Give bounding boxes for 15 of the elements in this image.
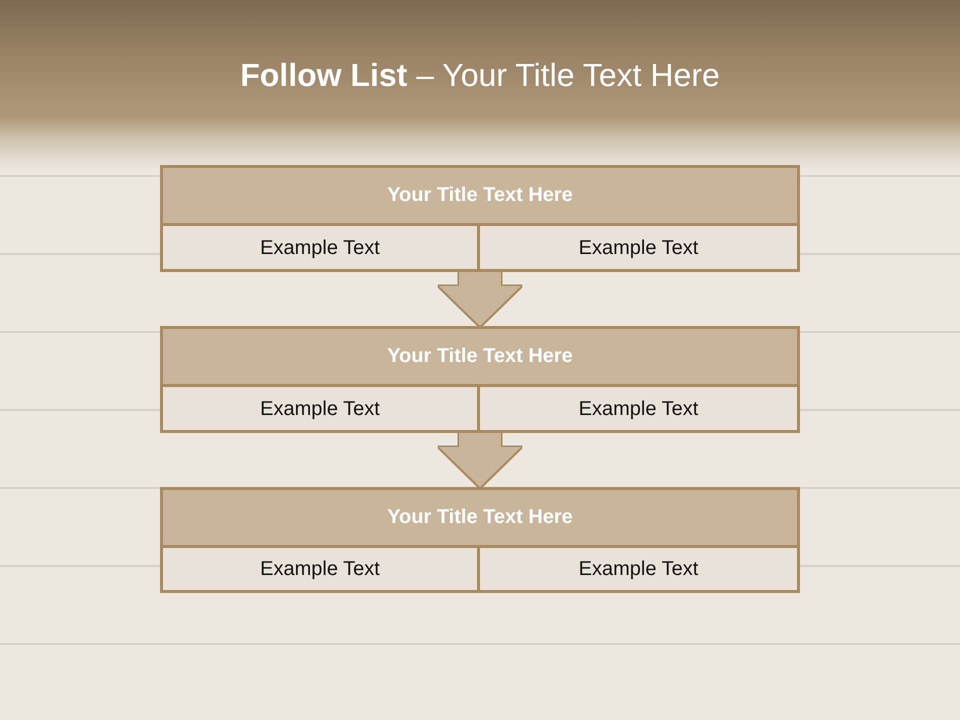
list-item: Example Text [480, 545, 797, 590]
list-item: Example Text [163, 384, 480, 430]
list-item: Example Text [480, 384, 797, 430]
list-item: Example Text [480, 223, 797, 269]
list-item: Example Text [163, 545, 480, 590]
list-item: Example Text [163, 223, 480, 269]
block-title: Your Title Text Here [387, 344, 573, 368]
list-block [160, 326, 800, 433]
block-title: Your Title Text Here [387, 183, 573, 207]
slide-title: Follow List – Your Title Text Here [240, 56, 720, 95]
block-arrow [439, 433, 521, 487]
block-title: Your Title Text Here [387, 505, 573, 529]
list-block [160, 487, 800, 593]
block-arrow [439, 272, 521, 326]
list-block [160, 165, 800, 272]
